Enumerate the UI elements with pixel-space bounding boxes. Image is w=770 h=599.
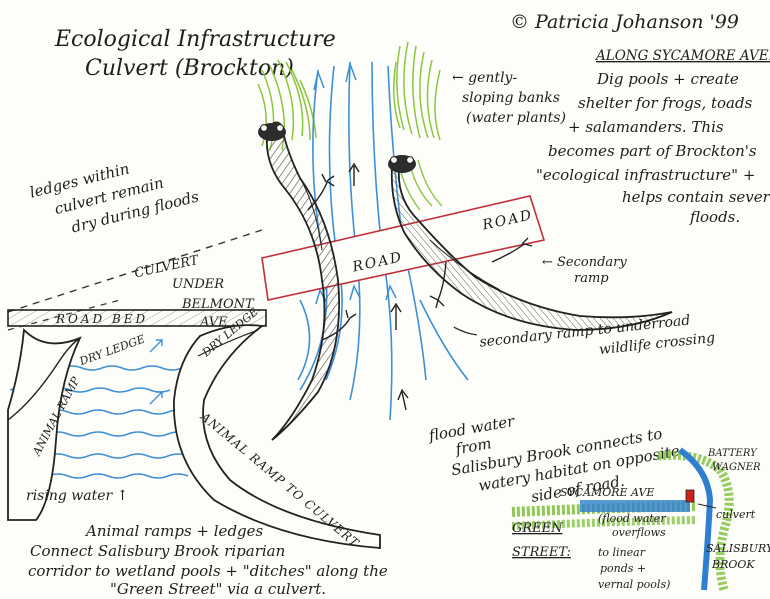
copyright: © Patricia Johanson '99 bbox=[510, 11, 739, 33]
grass-right bbox=[394, 42, 440, 140]
banks-line: sloping banks bbox=[462, 90, 560, 106]
banks-line: (water plants) bbox=[466, 110, 566, 126]
map-flood-line: (flood water bbox=[598, 512, 666, 525]
along-line: helps contain severe bbox=[622, 188, 770, 206]
along-note: Dig pools + create shelter for frogs, to… bbox=[536, 70, 770, 226]
map-flood-line: overflows bbox=[612, 526, 666, 539]
bottom-line: Animal ramps + ledges bbox=[84, 522, 264, 540]
map-flood-line: to linear bbox=[598, 546, 646, 559]
water-arrows bbox=[150, 340, 162, 404]
along-line: + salamanders. This bbox=[568, 118, 724, 136]
along-heading: ALONG SYCAMORE AVE: bbox=[594, 48, 770, 64]
banks-note: ← gently- sloping banks (water plants) bbox=[452, 70, 566, 126]
along-line: shelter for frogs, toads bbox=[578, 94, 753, 112]
map-sycamore-label: SYCAMORE AVE bbox=[560, 486, 654, 499]
map-battery-label: WAGNER bbox=[712, 462, 761, 473]
along-line: Dig pools + create bbox=[596, 70, 739, 88]
ledges-note: ledges within culvert remain dry during … bbox=[28, 145, 201, 245]
culvert-word: UNDER bbox=[172, 277, 224, 292]
title-line-2: Culvert (Brockton) bbox=[85, 56, 294, 81]
map-battery-label: BATTERY bbox=[707, 448, 758, 459]
left-ledge-label: DRY LEDGE bbox=[77, 332, 147, 368]
along-line: "ecological infrastructure" + bbox=[536, 166, 755, 184]
banks-line: ← gently- bbox=[452, 70, 517, 86]
road-bed-label: ROAD BED bbox=[55, 312, 148, 326]
culvert-marker bbox=[686, 490, 694, 502]
secondary-ramp-line: ramp bbox=[574, 271, 609, 286]
sycamore-band bbox=[580, 500, 690, 512]
map-brook-label: BROOK bbox=[711, 558, 755, 571]
secondary-ramp-label: ← Secondary ramp bbox=[542, 255, 627, 286]
along-line: becomes part of Brockton's bbox=[548, 142, 757, 160]
bottom-line: Connect Salisbury Brook riparian bbox=[30, 542, 285, 560]
map-brook-label: SALISBURY bbox=[706, 542, 770, 555]
along-line: floods. bbox=[689, 208, 740, 226]
map-flood-line: ponds + bbox=[600, 562, 646, 575]
map-culvert-label: culvert bbox=[716, 508, 756, 521]
secondary-ramp-line: ← Secondary bbox=[542, 255, 627, 270]
bottom-line: "Green Street" via a culvert. bbox=[110, 580, 326, 598]
title-line-1: Ecological Infrastructure bbox=[54, 27, 336, 52]
map-flood-line: vernal pools) bbox=[598, 578, 670, 591]
map-street-label: STREET: bbox=[512, 545, 571, 560]
rising-water-label: rising water ↑ bbox=[26, 488, 128, 504]
bottom-line: corridor to wetland pools + "ditches" al… bbox=[28, 562, 388, 580]
map-green-label: GREEN bbox=[512, 521, 563, 536]
